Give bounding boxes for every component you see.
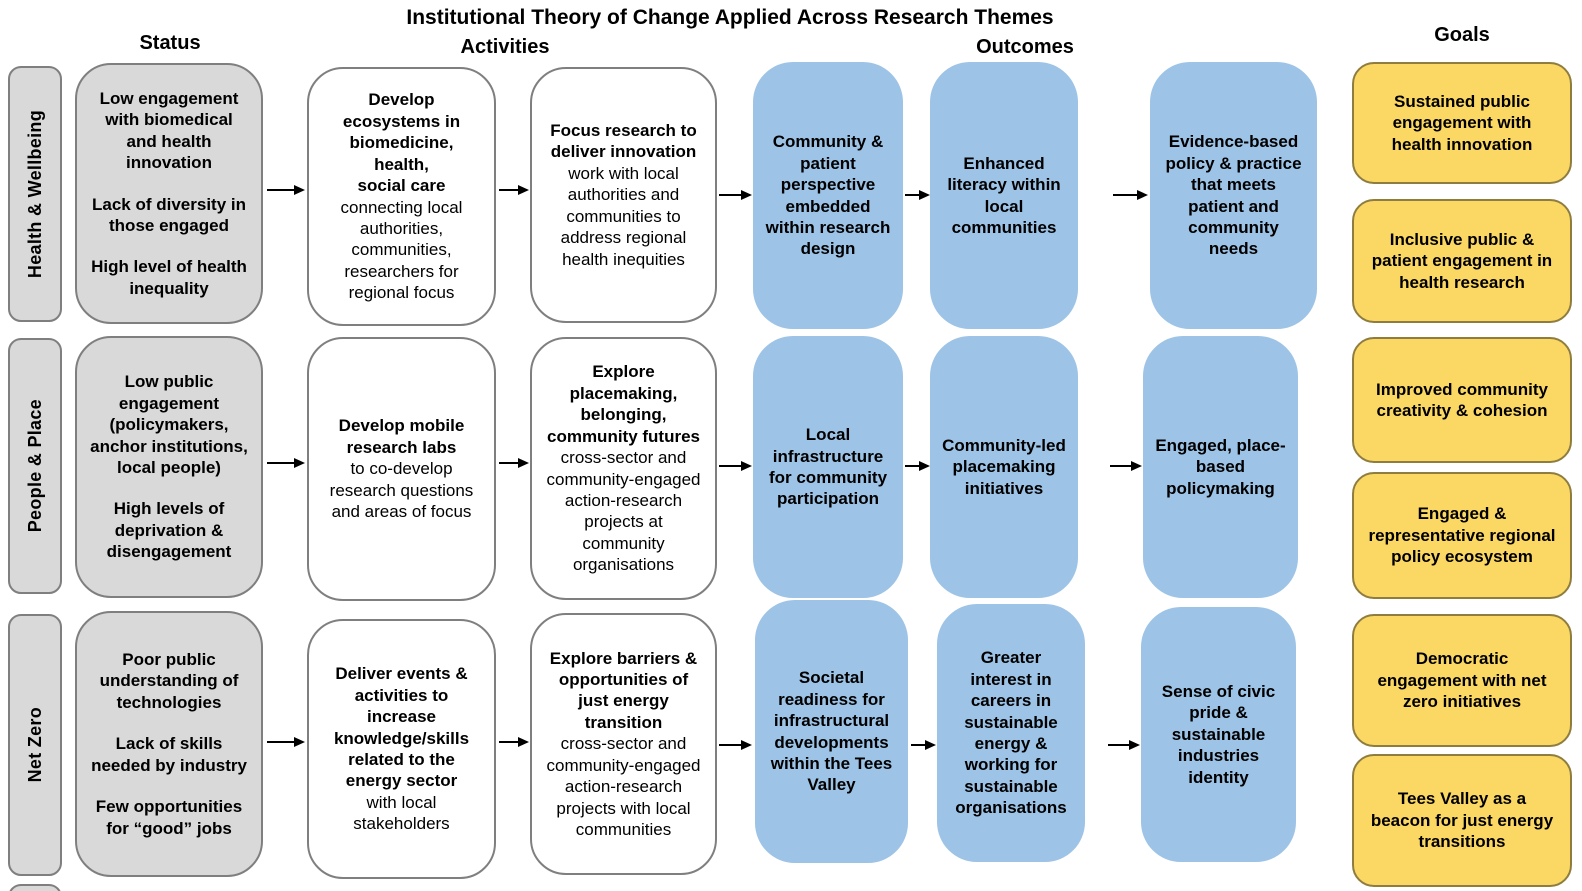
outcome-text: Community & patient perspective embedded… [765, 132, 891, 259]
activity-text: Explore barriers & opportunities of just… [544, 648, 703, 841]
activity-heading: Explore placemaking, belonging, communit… [546, 362, 701, 446]
column-header-activities: Activities [460, 36, 550, 58]
outcome-box-people-1: Local infrastructure for community parti… [753, 336, 903, 598]
column-header-outcomes: Outcomes [976, 36, 1074, 58]
goal-text: Sustained public engagement with health … [1391, 91, 1533, 154]
goal-text: Improved community creativity & cohesion [1376, 379, 1548, 420]
outcome-box-netzero-2: Greater interest in careers in sustainab… [937, 604, 1085, 862]
theme-label-text: Net Zero [24, 707, 45, 783]
flow-arrow [1110, 460, 1142, 471]
activity-text: Explore placemaking, belonging, communit… [544, 361, 703, 575]
status-box-people: Low public engagement (policymakers, anc… [75, 336, 263, 598]
goal-box-netzero-2: Tees Valley as a beacon for just energy … [1352, 754, 1572, 887]
activity-heading: Develop ecosystems in biomedicine, healt… [342, 90, 461, 196]
outcome-text: Engaged, place-based policymaking [1155, 435, 1286, 498]
theme-label-people-place: People & Place [8, 338, 62, 594]
status-box-health: Low engagement with biomedical and healt… [75, 63, 263, 324]
activity-box-health-1: Develop ecosystems in biomedicine, healt… [307, 67, 496, 326]
activity-box-netzero-2: Explore barriers & opportunities of just… [530, 613, 717, 875]
activity-heading: Explore barriers & opportunities of just… [549, 648, 698, 732]
outcome-text: Community-led placemaking initiatives [942, 435, 1066, 498]
activity-detail: cross-sector and community-engaged actio… [546, 448, 701, 575]
activity-heading: Focus research to deliver innovation [550, 121, 697, 162]
goal-box-people-1: Improved community creativity & cohesion [1352, 337, 1572, 463]
status-paragraph: Poor public understanding of technologie… [99, 650, 239, 712]
outcome-text: Local infrastructure for community parti… [768, 425, 888, 509]
activity-box-people-1: Develop mobile research labs to co-devel… [307, 337, 496, 601]
activity-box-people-2: Explore placemaking, belonging, communit… [530, 337, 717, 600]
status-box-netzero: Poor public understanding of technologie… [75, 611, 263, 877]
outcome-text: Greater interest in careers in sustainab… [955, 648, 1067, 818]
outcome-box-health-2: Enhanced literacy within local communiti… [930, 62, 1078, 329]
clipped-theme-label [8, 884, 62, 891]
status-paragraph: Lack of diversity in those engaged [92, 194, 246, 235]
activity-detail: to co-develop research questions and are… [329, 459, 474, 522]
diagram-title: Institutional Theory of Change Applied A… [406, 6, 1054, 29]
goal-text: Tees Valley as a beacon for just energy … [1370, 789, 1554, 852]
outcome-box-health-1: Community & patient perspective embedded… [753, 62, 903, 329]
goal-box-health-2: Inclusive public & patient engagement in… [1352, 199, 1572, 323]
flow-arrow [499, 184, 529, 195]
status-text: Low engagement with biomedical and healt… [89, 88, 249, 299]
activity-text: Deliver events & activities to increase … [321, 663, 482, 834]
flow-arrow [1113, 189, 1148, 200]
theme-label-health-wellbeing: Health & Wellbeing [8, 66, 62, 322]
status-text: Poor public understanding of technologie… [89, 649, 249, 839]
outcome-text: Enhanced literacy within local communiti… [947, 153, 1061, 237]
theme-label-text: Health & Wellbeing [24, 109, 45, 279]
status-paragraph: Low engagement with biomedical and healt… [99, 88, 239, 173]
flow-arrow [499, 736, 529, 747]
flow-arrow [905, 189, 930, 200]
goal-box-health-1: Sustained public engagement with health … [1352, 62, 1572, 184]
status-paragraph: Low public engagement (policymakers, anc… [90, 372, 248, 477]
activity-text: Focus research to deliver innovation wor… [544, 120, 703, 270]
outcome-box-people-2: Community-led placemaking initiatives [930, 336, 1078, 598]
activity-detail: with local stakeholders [353, 792, 450, 834]
outcome-box-health-3: Evidence-based policy & practice that me… [1150, 62, 1317, 329]
activity-box-netzero-1: Deliver events & activities to increase … [307, 619, 496, 879]
goal-text: Democratic engagement with net zero init… [1377, 649, 1547, 712]
outcome-text: Sense of civic pride & sustainable indus… [1161, 681, 1276, 787]
activity-text: Develop mobile research labs to co-devel… [321, 415, 482, 522]
theme-label-text: People & Place [24, 399, 45, 533]
flow-arrow [267, 457, 305, 468]
goal-text: Engaged & representative regional policy… [1368, 504, 1556, 567]
activity-box-health-2: Focus research to deliver innovation wor… [530, 67, 717, 323]
activity-heading: Deliver events & activities to increase … [333, 664, 470, 791]
outcome-box-people-3: Engaged, place-based policymaking [1143, 336, 1298, 598]
flow-arrow [1108, 739, 1140, 750]
goal-box-netzero-1: Democratic engagement with net zero init… [1352, 614, 1572, 747]
activity-detail: connecting local authorities, communitie… [340, 197, 463, 303]
flow-arrow [719, 739, 752, 750]
status-paragraph: Few opportunities for “good” jobs [95, 797, 243, 838]
theme-label-net-zero: Net Zero [8, 614, 62, 876]
goal-text: Inclusive public & patient engagement in… [1371, 229, 1553, 292]
status-paragraph: High level of health inequality [91, 257, 247, 298]
status-paragraph: High levels of deprivation & disengageme… [106, 499, 232, 562]
column-header-status: Status [139, 32, 201, 54]
activity-detail: cross-sector and community-engaged actio… [546, 734, 701, 839]
outcome-text: Evidence-based policy & practice that me… [1165, 132, 1302, 259]
flow-arrow [267, 736, 305, 747]
flow-arrow [719, 460, 752, 471]
flow-arrow [905, 460, 930, 471]
column-header-goals: Goals [1434, 24, 1490, 46]
flow-arrow [267, 184, 305, 195]
outcome-box-netzero-3: Sense of civic pride & sustainable indus… [1141, 607, 1296, 862]
activity-text: Develop ecosystems in biomedicine, healt… [321, 89, 482, 303]
outcome-text: Societal readiness for infrastructural d… [770, 668, 893, 795]
flow-arrow [499, 457, 529, 468]
status-text: Low public engagement (policymakers, anc… [89, 371, 249, 562]
goal-box-people-2: Engaged & representative regional policy… [1352, 472, 1572, 599]
flow-arrow [719, 189, 752, 200]
activity-detail: work with local authorities and communit… [560, 163, 687, 269]
outcome-box-netzero-1: Societal readiness for infrastructural d… [755, 600, 908, 863]
activity-heading: Develop mobile research labs [338, 416, 465, 457]
status-paragraph: Lack of skills needed by industry [91, 734, 247, 775]
flow-arrow [911, 739, 936, 750]
